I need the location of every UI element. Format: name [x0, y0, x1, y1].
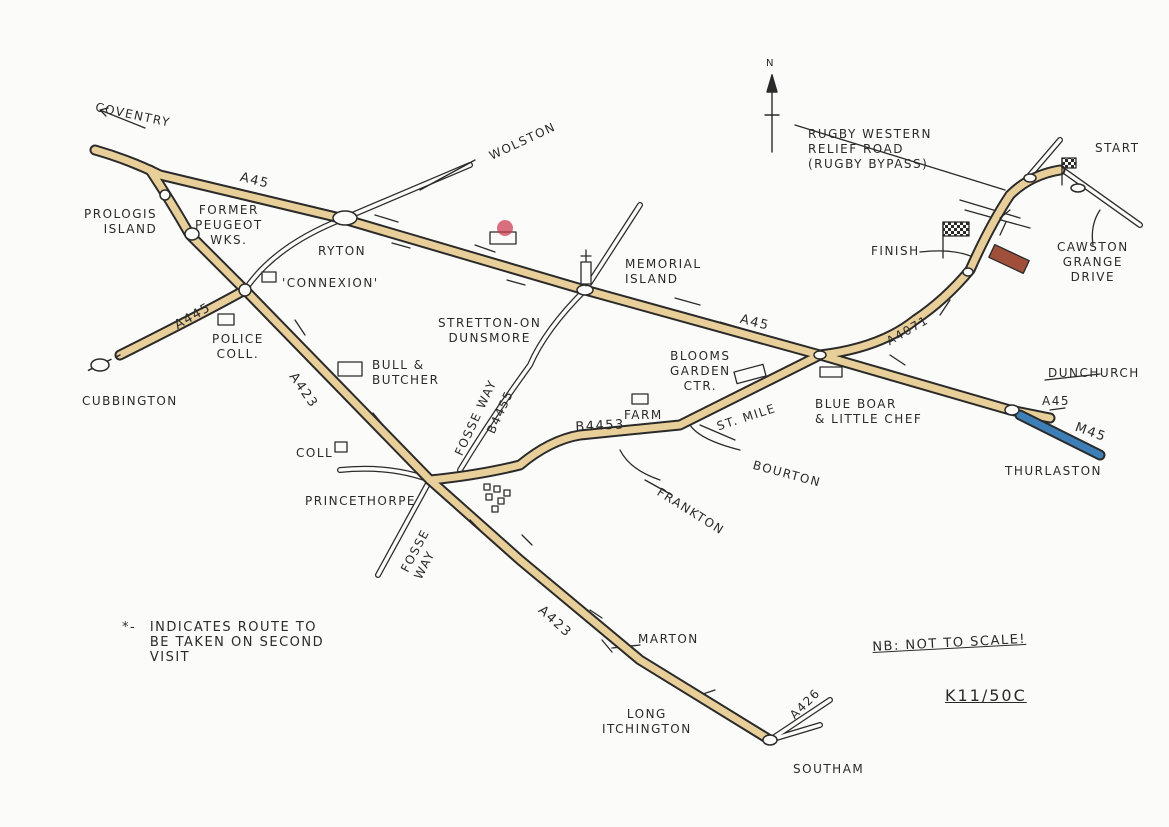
label-line: (RUGBY BYPASS) [808, 157, 929, 171]
label-bull-butcher: BULL &BUTCHER [372, 358, 439, 388]
label-dunchurch: DUNCHURCH [1048, 366, 1140, 380]
start-flag-icon [1061, 157, 1077, 186]
label-coll: COLL [296, 446, 334, 460]
label-line: MEMORIAL [625, 257, 702, 271]
label-line: CTR. [683, 379, 718, 393]
north-arrow-icon [764, 74, 780, 153]
label-line: GARDEN [670, 364, 731, 378]
label-line: POLICE [212, 332, 264, 346]
road-label-a45-far: A45 [1042, 394, 1070, 408]
label-line: BLOOMS [670, 349, 731, 363]
label-princethorpe: PRINCETHORPE [305, 494, 417, 508]
map-reference: K11/50C [945, 686, 1027, 705]
label-line: ISLAND [625, 272, 679, 286]
connexion-building [261, 271, 277, 283]
label-start: START [1095, 141, 1140, 155]
label-line: BULL & [372, 358, 425, 372]
label-connexion: 'CONNEXION' [282, 276, 379, 290]
legend-line: VISIT [149, 650, 191, 665]
north-label: N [766, 58, 775, 69]
label-line: RUGBY WESTERN [808, 127, 932, 141]
label-line: BUTCHER [372, 373, 440, 387]
label-southam: SOUTHAM [793, 762, 865, 776]
label-line: ISLAND [103, 222, 158, 236]
bull-butcher-building [337, 361, 363, 377]
label-line: PROLOGIS [84, 207, 158, 221]
roundabout-memorial [576, 284, 594, 296]
label-line: BLUE BOAR [815, 397, 897, 411]
label-line: LONG [626, 707, 667, 721]
label-line: RELIEF ROAD [808, 142, 904, 156]
roundabout-prologis [184, 227, 200, 241]
finish-flag-icon [942, 221, 970, 259]
label-line: GRANGE [1062, 255, 1123, 269]
label-farm: FARM [624, 408, 663, 422]
finish-building [988, 243, 1030, 275]
label-line: FORMER [198, 203, 259, 217]
roundabout-ryton [332, 210, 358, 226]
legend-line: INDICATES ROUTE TO [149, 620, 317, 635]
label-line: WKS. [210, 233, 248, 247]
label-blue-boar: BLUE BOAR& LITTLE CHEF [815, 397, 922, 427]
label-line: DRIVE [1070, 270, 1116, 284]
label-line: STRETTON-ON [438, 316, 542, 330]
label-marton: MARTON [638, 632, 699, 646]
label-line: DUNSMORE [448, 331, 531, 345]
red-marker-icon [497, 220, 513, 236]
label-line: PEUGEOT [195, 218, 263, 232]
blooms-building [733, 363, 767, 385]
farm-building [631, 393, 649, 405]
label-line: COLL. [216, 347, 260, 361]
label-cubbington: CUBBINGTON [82, 394, 178, 408]
label-thurlaston: THURLASTON [1005, 464, 1103, 478]
village-houses [483, 483, 511, 513]
label-line: ITCHINGTON [602, 722, 692, 736]
legend-line: BE TAKEN ON SECOND [149, 635, 325, 650]
label-line: CAWSTON [1057, 240, 1129, 254]
police-college-building [217, 313, 235, 326]
memorial-icon [580, 249, 592, 287]
legend-symbol: *- [122, 620, 137, 635]
coll-building [334, 441, 348, 453]
label-ryton: RYTON [318, 244, 367, 258]
label-line: & LITTLE CHEF [815, 412, 923, 426]
road-label-b4453: B4453 [575, 417, 626, 435]
blue-boar-building [819, 366, 843, 378]
label-finish: FINISH [871, 244, 920, 258]
direction-arrows [99, 107, 1101, 653]
